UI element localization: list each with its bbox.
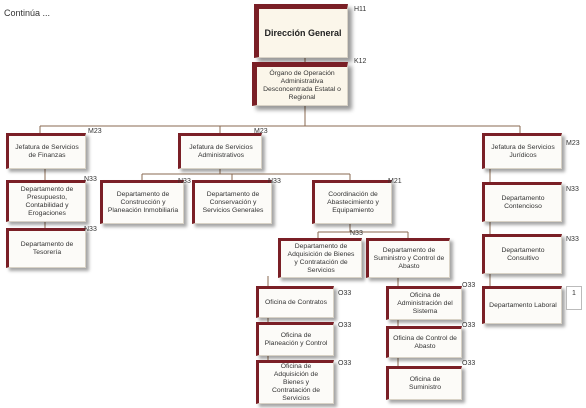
oficina-sistema-label: Oficina de Administración del Sistema	[397, 292, 453, 315]
dept-adquisicion-code: N33	[350, 230, 363, 237]
jefatura-juridicos-code: M23	[566, 140, 580, 147]
jefatura-finanzas-code: M23	[88, 128, 102, 135]
dept-consultivo-label: Departamento Consultivo	[501, 247, 545, 262]
oficina-bienes-label: Oficina de Adquisición de Bienes y Contr…	[272, 363, 320, 402]
dept-consultivo-box[interactable]: Departamento Consultivo	[482, 234, 562, 274]
dept-construccion-code: N33	[178, 178, 191, 185]
jefatura-finanzas-box[interactable]: Jefatura de Servicios de Finanzas	[6, 133, 86, 169]
organo-operacion-box[interactable]: Órgano de Operación Administrativa Desco…	[252, 62, 348, 106]
oficina-contratos-box[interactable]: Oficina de Contratos	[256, 286, 334, 318]
jefatura-juridicos-label: Jefatura de Servicios Jurídicos	[491, 144, 555, 159]
coordinacion-abastecimiento-label: Coordinación de Abastecimiento y Equipam…	[327, 191, 379, 214]
oficina-bienes-box[interactable]: Oficina de Adquisición de Bienes y Contr…	[256, 360, 334, 404]
dept-tesoreria-label: Departamento de Tesorería	[20, 241, 74, 256]
jefatura-juridicos-box[interactable]: Jefatura de Servicios Jurídicos	[482, 133, 562, 169]
dept-adquisicion-box[interactable]: Departamento de Adquisición de Bienes y …	[278, 238, 362, 278]
dept-tesoreria-code: N33	[84, 226, 97, 233]
oficina-control-label: Oficina de Control de Abasto	[393, 335, 457, 350]
oficina-planeacion-box[interactable]: Oficina de Planeación y Control	[256, 322, 334, 356]
oficina-sistema-code: O33	[462, 282, 476, 289]
oficina-control-box[interactable]: Oficina de Control de Abasto	[386, 326, 462, 358]
dept-tesoreria-box[interactable]: Departamento de Tesorería	[6, 228, 86, 268]
dept-presupuesto-label: Departamento de Presupuesto, Contabilida…	[20, 186, 74, 217]
oficina-contratos-code: O33	[338, 290, 352, 297]
dept-laboral-box[interactable]: Departamento Laboral	[482, 286, 562, 324]
oficina-bienes-code: O33	[338, 360, 352, 367]
oficina-suministro-box[interactable]: Oficina de Suministro	[386, 366, 462, 400]
oficina-planeacion-label: Oficina de Planeación y Control	[264, 332, 328, 347]
dept-presupuesto-box[interactable]: Departamento de Presupuesto, Contabilida…	[6, 180, 86, 222]
jefatura-administrativos-label: Jefatura de Servicios Administrativos	[189, 144, 253, 159]
dept-adquisicion-label: Departamento de Adquisición de Bienes y …	[287, 243, 355, 274]
dept-suministro-box[interactable]: Departamento de Suministro y Control de …	[366, 238, 450, 278]
dept-construccion-box[interactable]: Departamento de Construcción y Planeació…	[100, 180, 184, 224]
jefatura-administrativos-box[interactable]: Jefatura de Servicios Administrativos	[178, 133, 262, 169]
jefatura-finanzas-label: Jefatura de Servicios de Finanzas	[15, 144, 79, 159]
dept-contencioso-label: Departamento Contencioso	[501, 195, 545, 210]
page-number: 1	[566, 286, 582, 310]
dept-conservacion-box[interactable]: Departamento de Conservación y Servicios…	[192, 180, 272, 224]
coordinacion-abastecimiento-box[interactable]: Coordinación de Abastecimiento y Equipam…	[312, 180, 392, 224]
direccion-general-label: Dirección General	[264, 27, 342, 38]
oficina-suministro-code: O33	[462, 360, 476, 367]
jefatura-administrativos-code: M23	[254, 128, 268, 135]
organo-operacion-code: K12	[354, 58, 367, 65]
direccion-general-box[interactable]: Dirección General	[254, 4, 348, 58]
dept-construccion-label: Departamento de Construcción y Planeació…	[107, 191, 179, 214]
coordinacion-abastecimiento-code: M21	[388, 178, 402, 185]
dept-contencioso-box[interactable]: Departamento Contencioso	[482, 182, 562, 222]
oficina-sistema-box[interactable]: Oficina de Administración del Sistema	[386, 286, 462, 320]
oficina-contratos-label: Oficina de Contratos	[265, 299, 327, 306]
dept-laboral-label: Departamento Laboral	[489, 302, 557, 309]
oficina-suministro-label: Oficina de Suministro	[408, 376, 442, 391]
dept-conservacion-label: Departamento de Conservación y Servicios…	[202, 191, 264, 214]
oficina-planeacion-code: O33	[338, 322, 352, 329]
direccion-general-code: H11	[354, 6, 367, 13]
continued-label: Continúa ...	[4, 8, 51, 18]
dept-presupuesto-code: N33	[84, 176, 97, 183]
dept-contencioso-code: N33	[566, 186, 579, 193]
dept-suministro-label: Departamento de Suministro y Control de …	[373, 247, 445, 270]
organo-operacion-label: Órgano de Operación Administrativa Desco…	[263, 70, 341, 101]
dept-conservacion-code: N33	[268, 178, 281, 185]
oficina-control-code: O33	[462, 322, 476, 329]
dept-consultivo-code: N33	[566, 236, 579, 243]
